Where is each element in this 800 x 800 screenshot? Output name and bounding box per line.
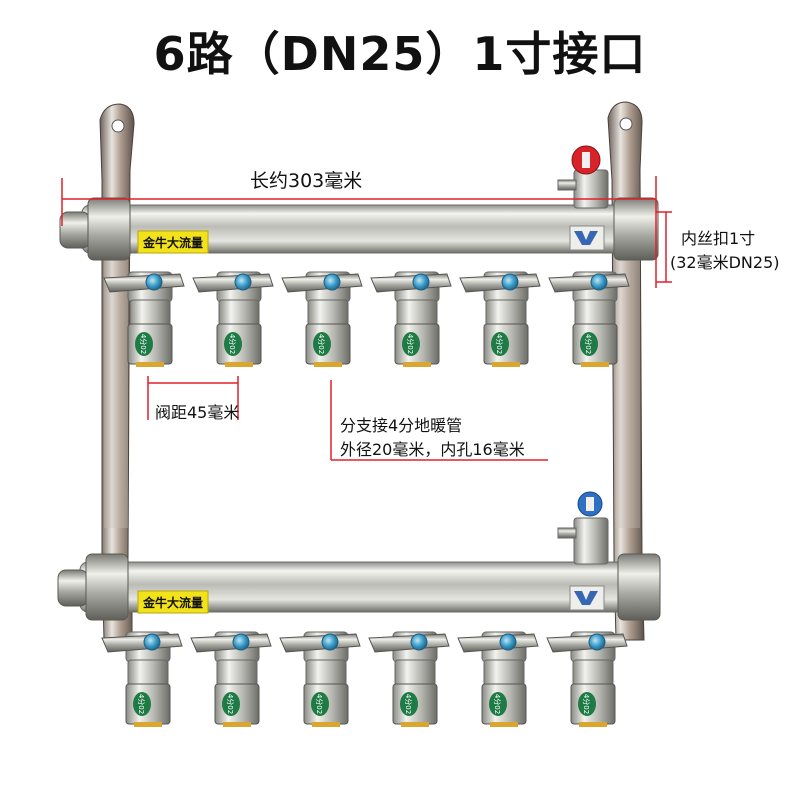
length-annotation: 长约303毫米 xyxy=(250,170,363,192)
brass-insert xyxy=(579,722,607,727)
nut-marking-badge xyxy=(578,692,596,716)
nut-marking-badge xyxy=(489,692,507,716)
valve-cap-icon xyxy=(588,633,606,651)
brand-logo-icon xyxy=(574,231,598,245)
nut-marking-badge xyxy=(313,332,331,356)
lower-branch-valves: 4分02 4分02 4分02 4分02 4分02 4分02 xyxy=(101,631,628,727)
valve-cap-icon xyxy=(410,633,428,651)
vent-slot-icon xyxy=(582,152,590,168)
brass-insert xyxy=(314,362,342,367)
nut-marking-text: 4分02 xyxy=(137,694,146,714)
nut-marking-badge xyxy=(491,332,509,356)
nut-marking-badge xyxy=(311,692,329,716)
valve-cap-icon xyxy=(499,633,517,651)
brand-logo-icon xyxy=(574,591,598,605)
valve-cap-icon xyxy=(590,273,608,291)
dimension-annotations xyxy=(61,176,672,461)
thread-annotation-line2: (32毫米DN25) xyxy=(670,253,780,272)
brass-insert xyxy=(403,362,431,367)
valve-cap-icon xyxy=(321,633,339,651)
brass-insert xyxy=(225,362,253,367)
brass-insert xyxy=(490,722,518,727)
nut-marking-text: 4分02 xyxy=(406,334,415,354)
lower-manifold: 金牛大流量 xyxy=(57,491,661,621)
nut-marking-badge xyxy=(224,332,242,356)
branch-valve: 4分02 xyxy=(546,631,628,727)
brass-insert xyxy=(134,722,162,727)
brass-insert xyxy=(312,722,340,727)
branch-valve: 4分02 xyxy=(190,631,272,727)
valve-cap-icon xyxy=(143,633,161,651)
nut-marking-text: 4分02 xyxy=(584,334,593,354)
valve-cap-icon xyxy=(145,273,163,291)
branch-valve: 4分02 xyxy=(368,631,450,727)
branch-valve: 4分02 xyxy=(459,271,541,367)
branch-valve: 4分02 xyxy=(281,271,363,367)
nut-marking-text: 4分02 xyxy=(404,694,413,714)
branch-valve: 4分02 xyxy=(192,271,274,367)
nut-marking-badge xyxy=(402,332,420,356)
nut-marking-text: 4分02 xyxy=(226,694,235,714)
nut-marking-badge xyxy=(400,692,418,716)
nut-marking-text: 4分02 xyxy=(228,334,237,354)
branch-valve: 4分02 xyxy=(103,271,185,367)
nut-marking-badge xyxy=(133,692,151,716)
valve-cap-icon xyxy=(234,273,252,291)
product-title: 6路（DN25）1寸接口 xyxy=(153,27,647,81)
nut-marking-text: 4分02 xyxy=(493,694,502,714)
nut-marking-badge xyxy=(135,332,153,356)
valve-cap-icon xyxy=(323,273,341,291)
valve-cap-icon xyxy=(412,273,430,291)
upper-branch-valves: 4分02 4分02 4分02 4分02 4分02 4分02 xyxy=(103,271,630,367)
valve-cap-icon xyxy=(501,273,519,291)
nut-marking-text: 4分02 xyxy=(495,334,504,354)
brass-insert xyxy=(401,722,429,727)
bracket-hole xyxy=(619,117,633,131)
nut-marking-badge xyxy=(580,332,598,356)
branch-annotation-line1: 分支接4分地暖管 xyxy=(340,416,463,435)
vent-slot-icon xyxy=(586,497,594,511)
branch-annotation-line2: 外径20毫米，内孔16毫米 xyxy=(340,440,525,459)
valve-cap-icon xyxy=(232,633,250,651)
branch-valve: 4分02 xyxy=(101,631,183,727)
thread-annotation-line1: 内丝扣1寸 xyxy=(681,229,756,248)
product-label: 金牛大流量 xyxy=(142,235,203,250)
nut-marking-badge xyxy=(222,692,240,716)
branch-valve: 4分02 xyxy=(457,631,539,727)
upper-manifold: 金牛大流量 xyxy=(59,145,659,261)
brass-insert xyxy=(223,722,251,727)
branch-valve: 4分02 xyxy=(548,271,630,367)
branch-valve: 4分02 xyxy=(279,631,361,727)
nut-marking-text: 4分02 xyxy=(317,334,326,354)
bracket-hole xyxy=(111,119,125,133)
brass-insert xyxy=(492,362,520,367)
product-label: 金牛大流量 xyxy=(142,595,203,610)
nut-marking-text: 4分02 xyxy=(139,334,148,354)
brass-insert xyxy=(136,362,164,367)
nut-marking-text: 4分02 xyxy=(582,694,591,714)
valve-spacing-annotation: 阀距45毫米 xyxy=(155,403,240,422)
brass-insert xyxy=(581,362,609,367)
nut-marking-text: 4分02 xyxy=(315,694,324,714)
branch-valve: 4分02 xyxy=(370,271,452,367)
air-vent-valve-blue xyxy=(557,491,609,565)
